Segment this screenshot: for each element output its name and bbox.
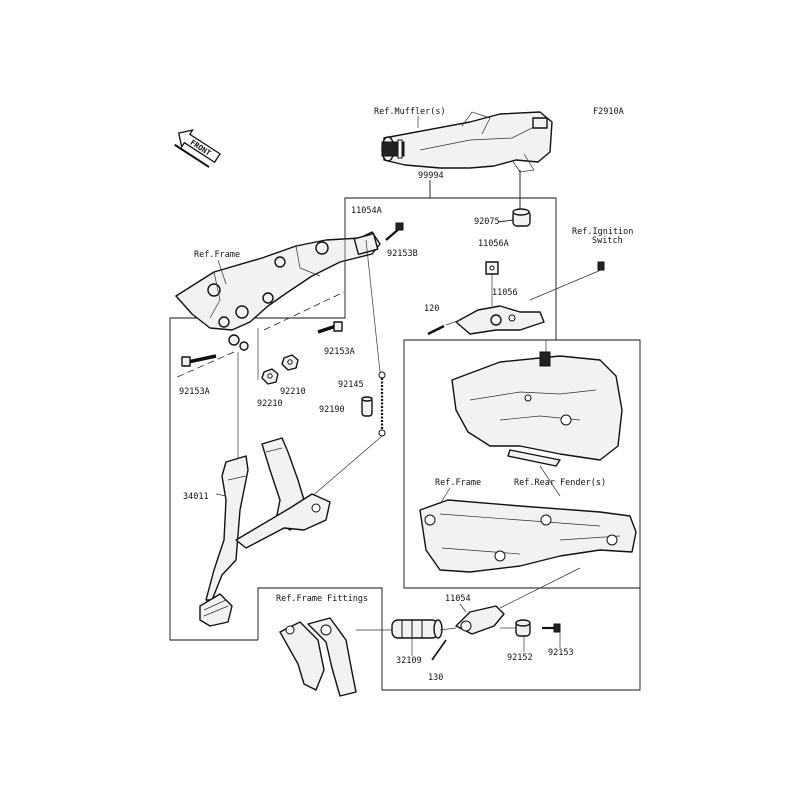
frame-fittings bbox=[279, 617, 357, 697]
ref-rear-fender: Ref.Rear Fender(s) bbox=[514, 478, 606, 488]
group-box-main-right bbox=[430, 197, 557, 340]
rubber-92075 bbox=[512, 208, 531, 227]
center-stand-34011 bbox=[199, 437, 331, 627]
part-92210-left: 92210 bbox=[257, 399, 283, 409]
part-92210-right: 92210 bbox=[280, 387, 306, 397]
spring-92145 bbox=[378, 371, 386, 437]
nut-92210-right bbox=[281, 354, 299, 371]
ref-ignition-line2: Switch bbox=[592, 236, 623, 246]
pin-130 bbox=[431, 639, 447, 661]
group-box-main bbox=[169, 197, 430, 641]
ignition-switch-connector bbox=[597, 261, 605, 271]
ref-frame-fittings: Ref.Frame Fittings bbox=[276, 594, 368, 604]
ref-ignition-line1: Ref.Ignition bbox=[572, 227, 633, 237]
ref-muffler: Ref.Muffler(s) bbox=[374, 107, 446, 117]
group-box-fittings bbox=[257, 587, 641, 691]
part-92153: 92153 bbox=[548, 648, 574, 658]
part-92145: 92145 bbox=[338, 380, 364, 390]
ref-frame-mid: Ref.Frame bbox=[435, 478, 481, 488]
alignment-mid bbox=[263, 291, 345, 331]
group-box-rear bbox=[403, 339, 641, 589]
part-32109: 32109 bbox=[396, 656, 422, 666]
bracket-11056 bbox=[455, 305, 545, 335]
bolt-92153B bbox=[385, 222, 404, 241]
part-99994: 99994 bbox=[418, 171, 444, 181]
part-92153B: 92153B bbox=[387, 249, 418, 259]
bracket-11056A bbox=[485, 261, 499, 275]
diagram-code: F2910A bbox=[593, 107, 624, 117]
rear-fender bbox=[451, 351, 623, 467]
bolt-92153 bbox=[542, 623, 561, 633]
bolt-92153A-right bbox=[317, 321, 343, 334]
part-92190: 92190 bbox=[319, 405, 345, 415]
part-130: 130 bbox=[428, 673, 443, 683]
part-11054A: 11054A bbox=[351, 206, 382, 216]
part-92153A-left: 92153A bbox=[179, 387, 210, 397]
part-92152: 92152 bbox=[507, 653, 533, 663]
rear-frame bbox=[419, 499, 637, 573]
collar-92190 bbox=[361, 396, 373, 417]
bolt-120 bbox=[427, 324, 445, 336]
part-120: 120 bbox=[424, 304, 439, 314]
front-arrow-icon: FRONT bbox=[174, 129, 221, 168]
footrest-bracket-11054 bbox=[455, 605, 505, 635]
collar-92152 bbox=[515, 619, 531, 637]
part-11056: 11056 bbox=[492, 288, 518, 298]
nut-92210-left bbox=[261, 368, 279, 385]
bolt-92153A-left bbox=[181, 354, 217, 367]
part-11056A: 11056A bbox=[478, 239, 509, 249]
part-92075: 92075 bbox=[474, 217, 500, 227]
part-11054: 11054 bbox=[445, 594, 471, 604]
part-34011: 34011 bbox=[183, 492, 209, 502]
frame-crossmember bbox=[175, 231, 381, 351]
muffler-pipe bbox=[381, 111, 553, 173]
part-92153A-right: 92153A bbox=[324, 347, 355, 357]
ref-frame-top: Ref.Frame bbox=[194, 250, 240, 260]
footrest-rubber-32109 bbox=[391, 619, 443, 639]
